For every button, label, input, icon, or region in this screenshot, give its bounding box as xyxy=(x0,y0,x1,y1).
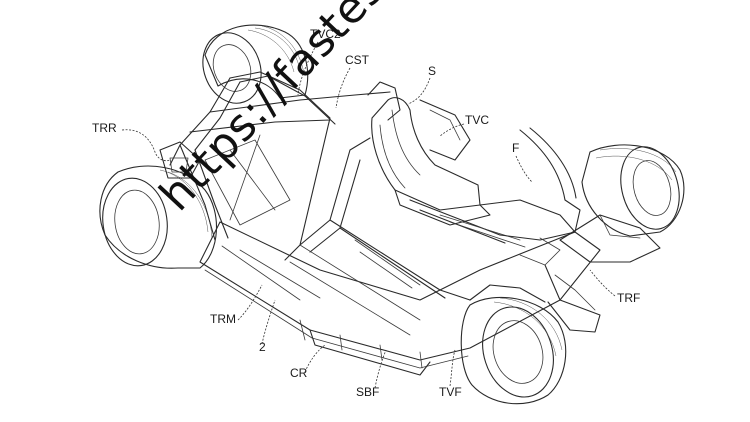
roll-cage xyxy=(159,71,391,261)
label-tvf: TVF xyxy=(439,385,462,399)
label-trr: TRR xyxy=(92,121,117,135)
label-trm: TRM xyxy=(210,312,236,326)
central-spine xyxy=(289,137,471,336)
wheel-front-right xyxy=(581,144,685,237)
label-tvc2: TVC2 xyxy=(310,27,341,41)
wheel-front-bottom xyxy=(460,296,567,405)
wheel-rear-top xyxy=(202,24,309,104)
label-trf: TRF xyxy=(617,291,640,305)
chassis-tub xyxy=(199,221,601,376)
leader-lines xyxy=(121,41,616,389)
label-cst: CST xyxy=(345,53,370,67)
label-f: F xyxy=(512,141,519,155)
front-frame xyxy=(469,127,661,333)
label-cr: CR xyxy=(290,366,308,380)
label-tvc: TVC xyxy=(465,113,489,127)
label-2: 2 xyxy=(259,340,266,354)
wheel-rear-left xyxy=(99,165,217,269)
label-sbf: SBF xyxy=(356,385,379,399)
label-s: S xyxy=(428,64,436,78)
seat xyxy=(367,81,526,248)
